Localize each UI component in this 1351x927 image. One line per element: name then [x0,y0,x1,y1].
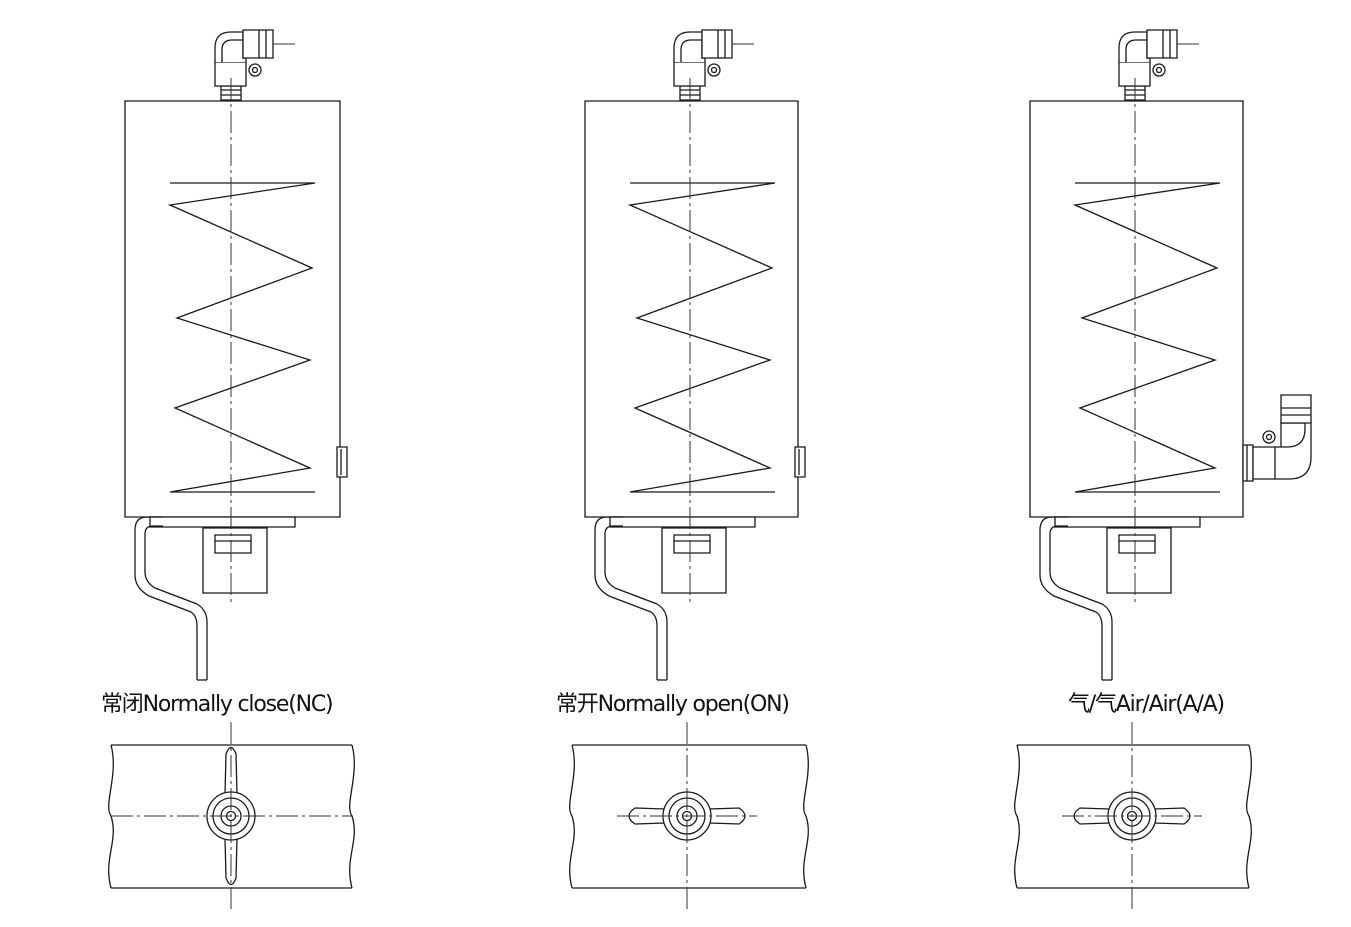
actuator-body [585,101,798,517]
top-view-no [570,722,809,910]
pipe-break-left [570,745,575,888]
bracket [595,517,657,680]
caption-normally-open: 常开Normally open(ON) [556,692,790,717]
actuator-nc [109,30,355,910]
stem-housing [203,528,267,593]
actuator-no [570,30,809,910]
top-view-aa [1015,722,1252,910]
top-elbow-fitting-icon [215,30,299,100]
pipe-break-right [1247,745,1252,888]
caption-normally-close: 常闭Normally close(NC) [101,692,334,717]
stem-nut [674,535,710,553]
actuator-body [1030,101,1243,517]
pipe-break-left [1015,745,1020,888]
bottom-plate [150,517,295,527]
top-view-nc [109,722,355,910]
bottom-plate [1055,517,1200,527]
stem-nut [215,535,251,553]
spring [1075,183,1220,492]
top-elbow-fitting-icon [1119,30,1203,100]
spring [170,183,315,492]
spring [630,183,775,492]
actuator-body [125,101,340,517]
pipe-break-right [804,745,809,888]
bracket [1040,517,1102,680]
side-plug [795,447,805,477]
top-elbow-fitting-icon [674,30,758,100]
stem-housing [662,528,726,593]
side-elbow-fitting-icon [1243,395,1311,481]
bottom-plate [610,517,755,527]
stem-nut [1119,535,1155,553]
actuator-aa [1015,30,1311,910]
caption-air-air: 气/气Air/Air(A/A) [1068,692,1225,717]
stem-housing [1107,528,1171,593]
side-plug [337,447,347,477]
bracket [135,517,197,680]
